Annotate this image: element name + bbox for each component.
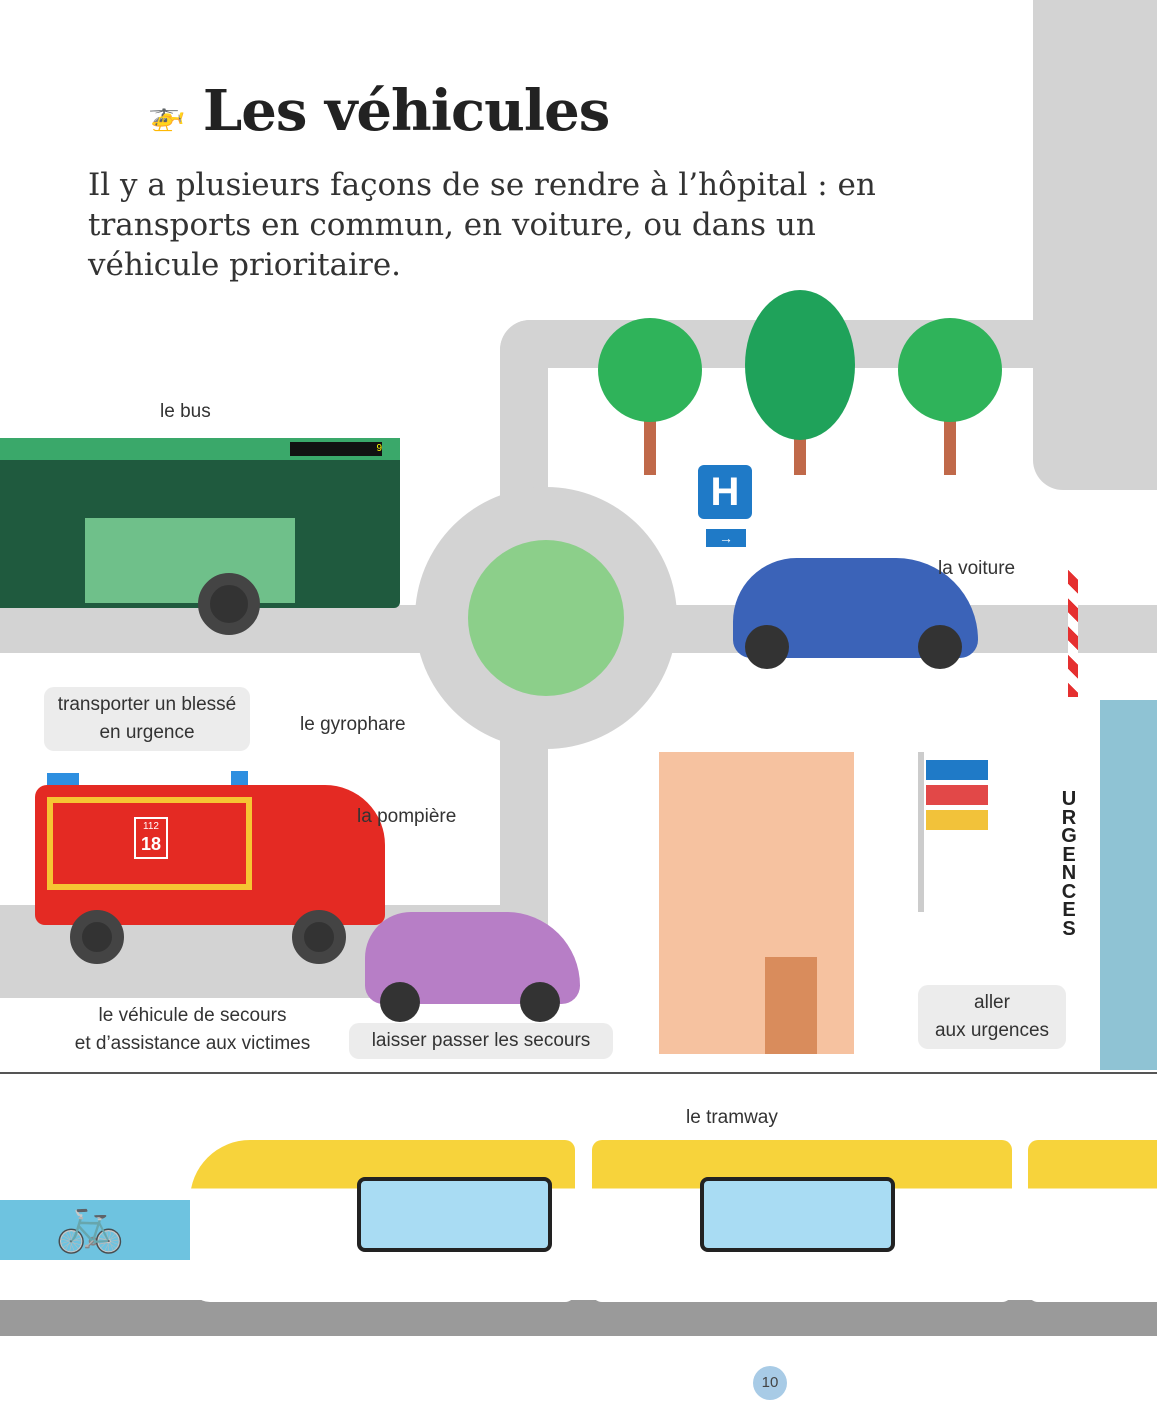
direction-arrow-icon: → xyxy=(706,529,746,547)
fire-truck: 112 18 xyxy=(35,785,385,925)
page-title: 🚁 Les véhicules xyxy=(148,78,610,144)
car-label: la voiture xyxy=(938,558,1016,579)
bicycle-icon: 🚲 xyxy=(55,1191,125,1254)
barrier xyxy=(1068,567,1078,697)
tram-window xyxy=(357,1177,552,1252)
bike-lane xyxy=(0,1200,200,1260)
trees xyxy=(598,290,1002,475)
tram-track xyxy=(0,1300,1157,1336)
tag-let-pass: laisser passer les secours xyxy=(349,1023,613,1059)
sign-red xyxy=(926,785,988,805)
helicopter-icon: 🚁 xyxy=(148,97,185,133)
bus-stop-sign xyxy=(918,752,924,912)
wheel-icon xyxy=(70,910,124,964)
tram-label: le tramway xyxy=(686,1107,778,1128)
wheel-icon xyxy=(380,982,420,1022)
wheel-icon xyxy=(918,625,962,669)
emergency-number-small: 112 xyxy=(143,821,159,832)
tree-icon xyxy=(898,318,1002,475)
road-right xyxy=(1033,0,1157,490)
intro-text: Il y a plusieurs façons de se rendre à l… xyxy=(88,167,876,283)
urgences-sign: URGENCES xyxy=(1061,788,1077,940)
bus-number: 9 xyxy=(290,442,382,456)
tram-wire xyxy=(0,1072,1157,1074)
wheel-icon xyxy=(292,910,346,964)
beacon-icon xyxy=(231,771,248,785)
tram-car-3 xyxy=(1028,1140,1157,1302)
roundabout-garden xyxy=(468,540,624,696)
wheel-icon xyxy=(520,982,560,1022)
page-number: 10 xyxy=(753,1366,787,1400)
sign-yellow xyxy=(926,810,988,830)
tram-window xyxy=(700,1177,895,1252)
sign-blue xyxy=(926,760,988,780)
wheel-icon xyxy=(745,625,789,669)
hospital-sign: H xyxy=(698,465,752,519)
beacon-label: le gyrophare xyxy=(300,714,406,735)
bus-label: le bus xyxy=(160,401,211,422)
beacon-icon xyxy=(47,773,79,785)
tree-icon xyxy=(745,290,855,475)
hospital-building xyxy=(1100,700,1157,1070)
bus: 9 xyxy=(0,438,400,608)
firefighter-label: la pompière xyxy=(357,806,457,827)
emergency-number: 112 18 xyxy=(134,817,168,859)
emergency-number-big: 18 xyxy=(140,834,162,854)
building xyxy=(659,752,854,1054)
tree-icon xyxy=(598,318,702,475)
wheel-icon xyxy=(198,573,260,635)
